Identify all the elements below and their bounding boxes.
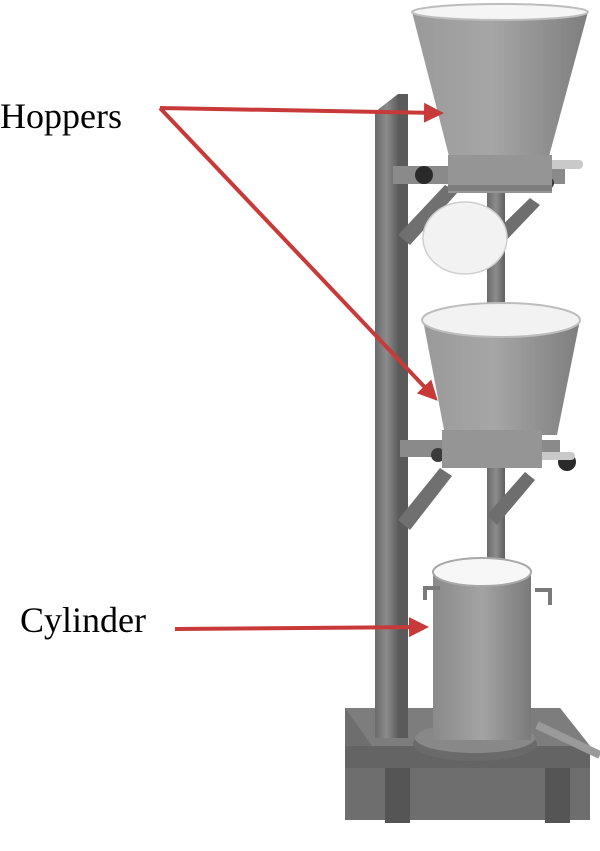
lower-hopper [421,302,581,468]
hoppers-label: Hoppers [0,96,122,136]
cylinder [413,557,552,761]
cylinder-label: Cylinder [20,600,146,640]
arrow-cylinder [174,617,429,638]
upper-hopper [411,3,589,275]
arrow-hoppers-lower [158,106,438,401]
arrow-hoppers-upper [159,102,444,123]
annotation-arrows [158,102,444,638]
